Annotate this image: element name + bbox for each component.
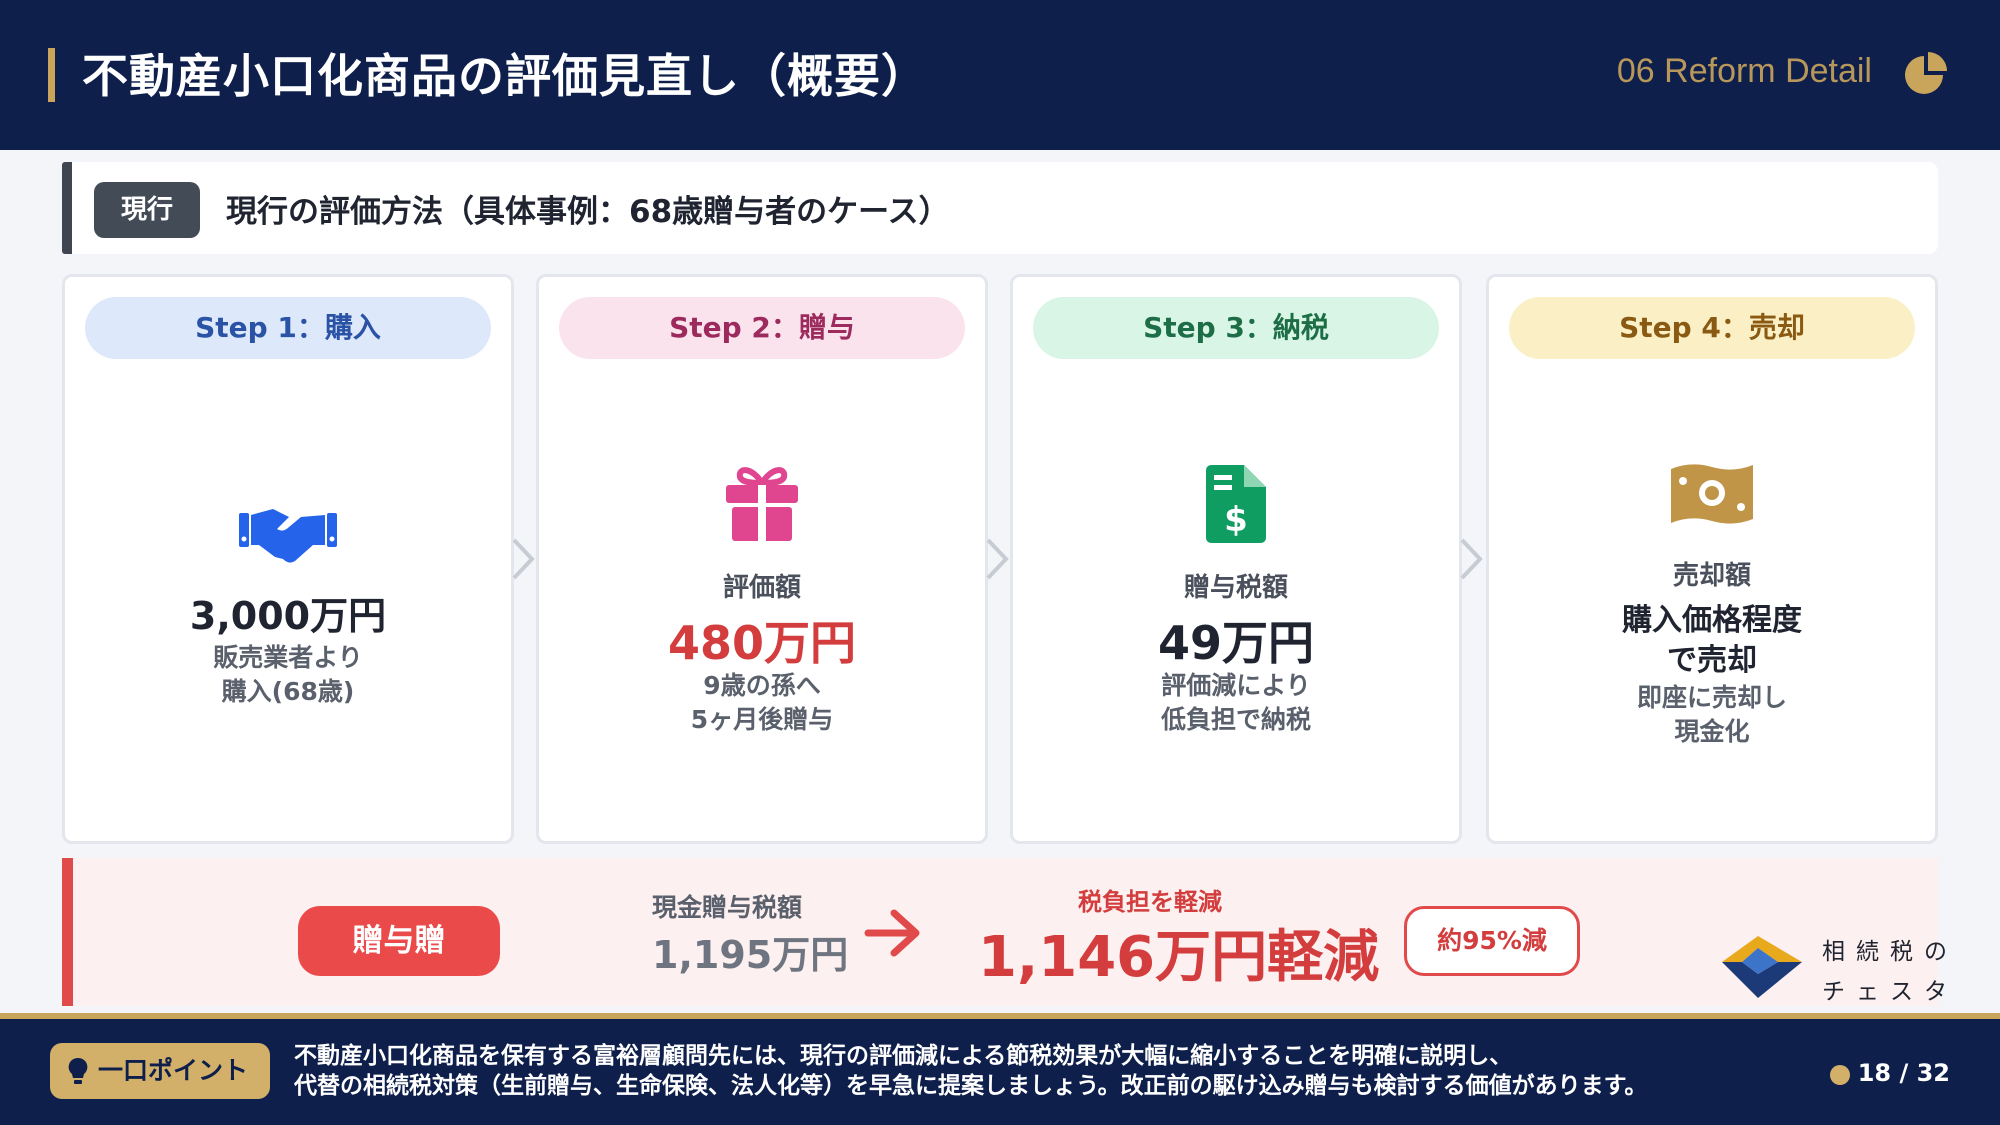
step-pill-2: Step 2：贈与 [559, 297, 965, 359]
chevron-right-icon [1460, 538, 1483, 580]
page-indicator-dot [1830, 1065, 1850, 1085]
step-desc-1b: 購入(68歳) [221, 677, 355, 706]
cash-gift-tax-value: 1,195万円 [652, 933, 849, 977]
footer: 一口ポイント 不動産小口化商品を保有する富裕層顧問先には、現行の評価減による節税… [0, 1019, 2000, 1125]
reduction-label: 税負担を軽減 [1078, 888, 1222, 916]
page-title: 不動産小口化商品の評価見直し（概要） [82, 49, 928, 103]
current-heading-text: 現行の評価方法（具体事例：68歳贈与者のケース） [226, 194, 950, 230]
svg-text:$: $ [1224, 500, 1248, 540]
footer-message: 不動産小口化商品を保有する富裕層顧問先には、現行の評価減による節税効果が大幅に縮… [294, 1041, 1647, 1101]
footer-message-line2: 代替の相続税対策（生前贈与、生命保険、法人化等）を早急に提案しましょう。改正前の… [294, 1073, 1648, 1099]
footer-message-line1: 不動産小口化商品を保有する富裕層顧問先には、現行の評価減による節税効果が大幅に縮… [294, 1043, 1513, 1069]
header: 不動産小口化商品の評価見直し（概要） 06 Reform Detail [0, 0, 2000, 150]
step-desc-2a: 9歳の孫へ [703, 671, 821, 700]
logo-text-line1: 相続税の [1822, 939, 1958, 965]
step-desc-3a: 評価減により [1161, 671, 1311, 700]
step-caption-3: 贈与税額 [1183, 573, 1288, 603]
lightbulb-icon [68, 1057, 88, 1084]
chevron-right-icon [986, 538, 1009, 580]
step-card-2: Step 2：贈与 評価額 480万円 9歳の孫へ 5ヶ月後贈与 [536, 274, 988, 844]
result-accent-bar [62, 858, 73, 1006]
step-desc-2b: 5ヶ月後贈与 [690, 705, 834, 734]
step-value-4b: で売却 [1667, 643, 1757, 678]
company-logo: 相続税の チェスター [1718, 930, 1980, 1039]
heading-accent-bar [62, 162, 72, 254]
one-point-badge: 一口ポイント [50, 1043, 270, 1099]
chevron-right-icon [512, 538, 535, 580]
step-desc-3b: 低負担で納税 [1160, 705, 1311, 734]
money-bill-icon [1489, 459, 1935, 529]
page-number: 18 / 32 [1857, 1059, 1950, 1087]
logo-mark-icon [1722, 936, 1802, 998]
section-label: 06 Reform Detail [1616, 52, 1872, 90]
cash-gift-tax-label: 現金贈与税額 [652, 893, 803, 922]
step-caption-4: 売却額 [1672, 561, 1751, 591]
result-band: 贈与贈 現金贈与税額 1,195万円 税負担を軽減 1,146万円軽減 約95%… [62, 858, 1938, 1006]
pie-chart-icon [1905, 52, 1947, 94]
step-card-3: Step 3：納税 $ 贈与税額 49万円 評価減により 低負担で納税 [1010, 274, 1462, 844]
step-value-2: 480万円 [667, 616, 857, 670]
footer-divider [0, 1013, 2000, 1019]
one-point-label: 一口ポイント [98, 1056, 249, 1085]
step-value-3: 49万円 [1157, 616, 1314, 670]
reduction-value: 1,146万円軽減 [978, 925, 1380, 990]
step-card-1: Step 1：購入 3,000万円 販売業者より 購入(68歳) [62, 274, 514, 844]
gift-comparison-badge: 贈与贈 [298, 906, 500, 976]
step-desc-4a: 即座に売却し [1636, 683, 1787, 712]
title-accent-bar [48, 48, 55, 102]
current-method-heading: 現行 現行の評価方法（具体事例：68歳贈与者のケース） [62, 162, 1938, 254]
handshake-icon [65, 501, 511, 563]
arrow-right-icon [864, 909, 920, 957]
step-value-1: 3,000万円 [189, 594, 387, 638]
step-caption-2: 評価額 [722, 573, 801, 603]
step-pill-1: Step 1：購入 [85, 297, 491, 359]
step-desc-1a: 販売業者より [213, 643, 363, 672]
gift-icon [539, 463, 985, 541]
tax-document-icon: $ [1013, 465, 1459, 543]
current-tag: 現行 [94, 182, 200, 238]
step-card-4: Step 4：売却 売却額 購入価格程度 で売却 即座に売却し 現金化 [1486, 274, 1938, 844]
reduction-percent-badge: 約95%減 [1404, 906, 1580, 976]
step-pill-3: Step 3：納税 [1033, 297, 1439, 359]
step-value-4a: 購入価格程度 [1622, 603, 1802, 638]
step-pill-4: Step 4：売却 [1509, 297, 1915, 359]
step-desc-4b: 現金化 [1674, 717, 1750, 746]
